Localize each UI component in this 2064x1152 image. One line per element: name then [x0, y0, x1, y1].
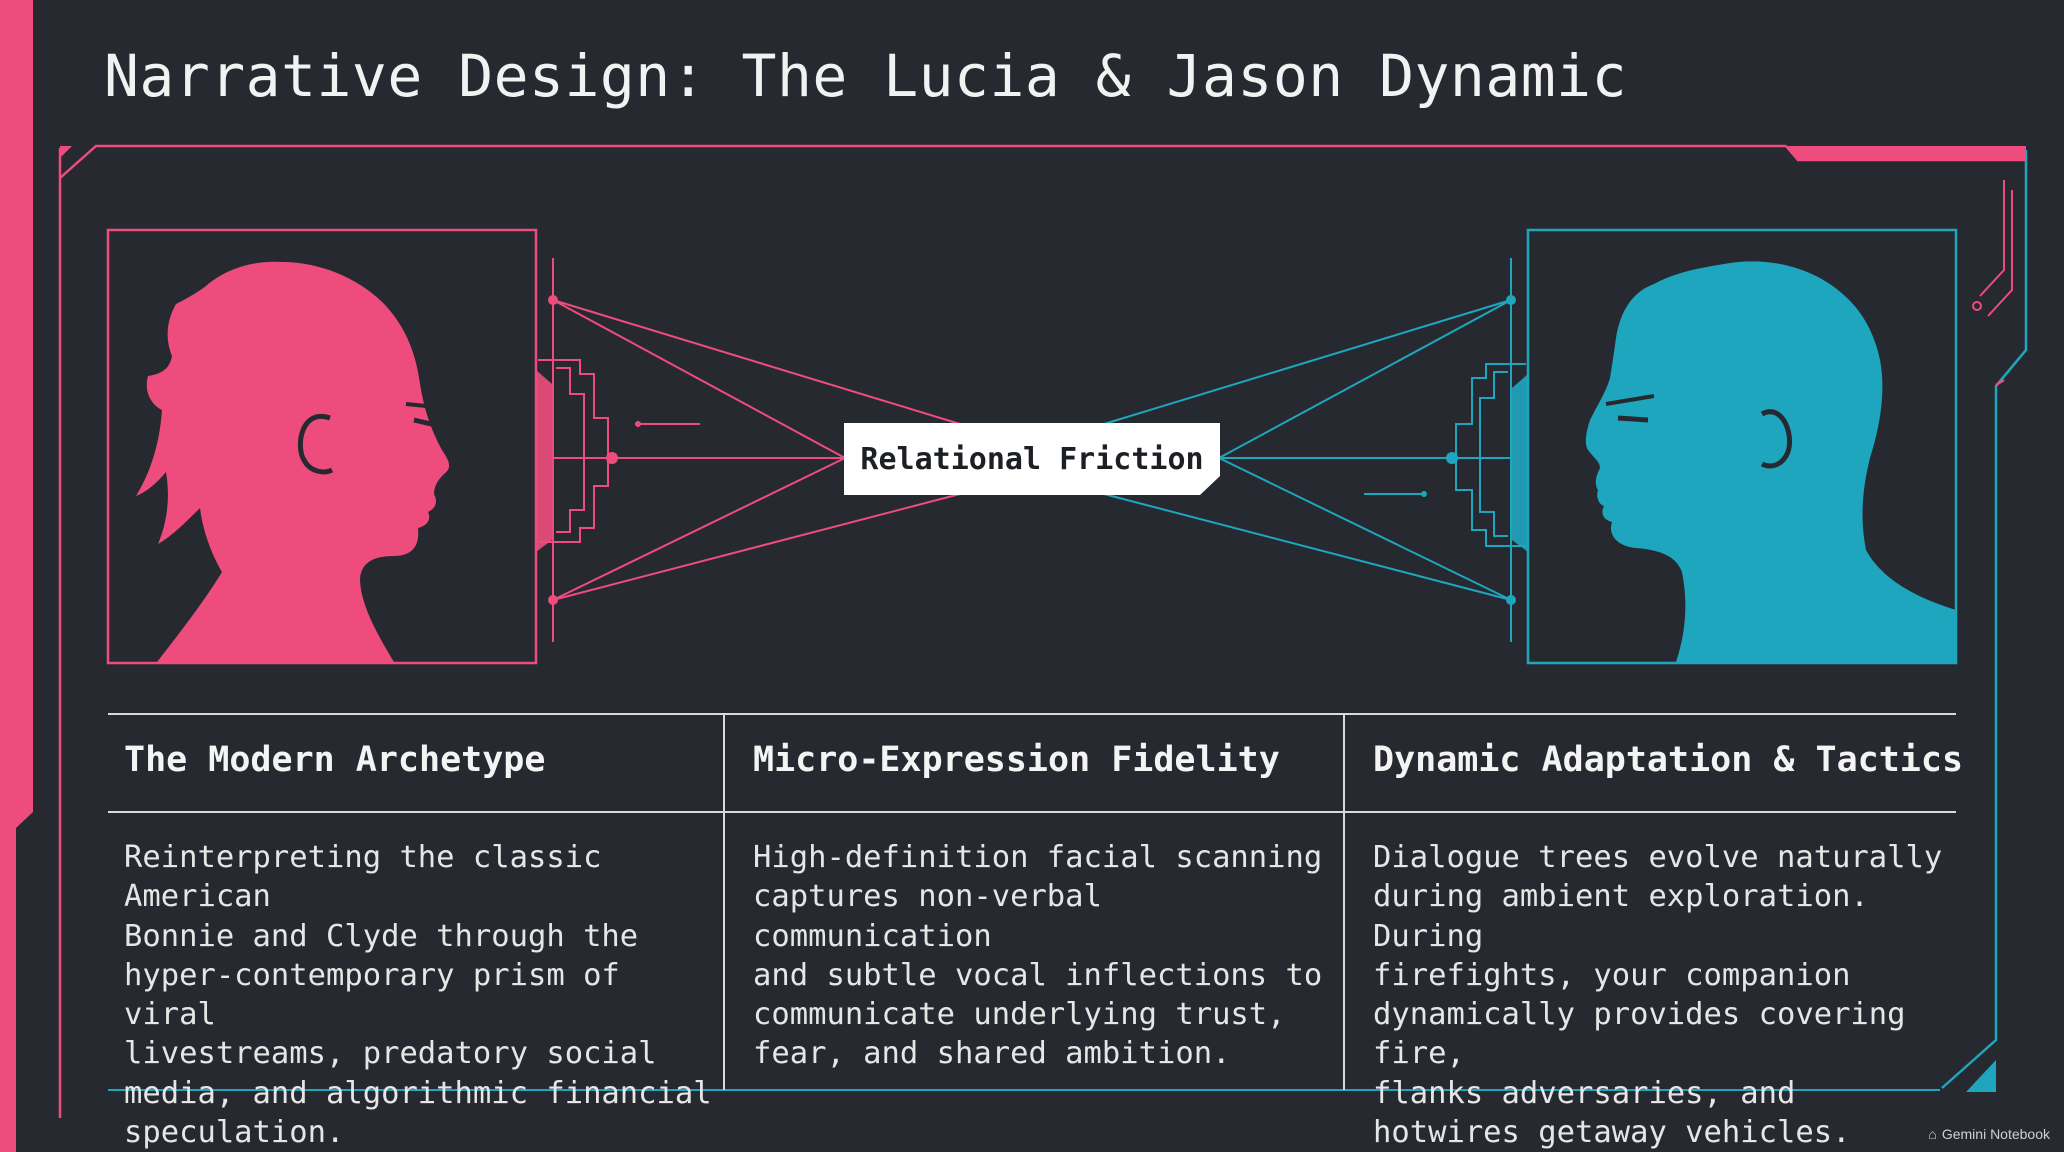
circuit-decoration: [1972, 180, 2013, 317]
column-heading-archetype: The Modern Archetype: [124, 740, 546, 780]
column-body-dynamic-adaptation: Dialogue trees evolve naturally during a…: [1373, 840, 1943, 1151]
jason-brow-line: [1605, 394, 1655, 406]
corner-triangle: [1966, 1060, 1996, 1092]
watermark: ⌂ Gemini Notebook: [1928, 1126, 2050, 1142]
friction-label-box: [844, 423, 1220, 495]
top-right-accent-bar: [1786, 146, 2026, 161]
watermark-text: Gemini Notebook: [1941, 1126, 2050, 1142]
jason-eye-line: [1617, 415, 1649, 423]
info-table-lines: [108, 713, 1956, 1091]
lucia-brow-line: [405, 402, 447, 410]
lucia-connector: [538, 258, 961, 642]
column-body-archetype: Reinterpreting the classic American Bonn…: [124, 840, 712, 1151]
page-title: Narrative Design: The Lucia & Jason Dyna…: [104, 42, 1628, 110]
lucia-silhouette: [136, 261, 450, 662]
jason-silhouette: [1585, 261, 1956, 662]
lucia-eye-line: [413, 417, 449, 431]
jason-ear-line: [1760, 409, 1792, 469]
gemini-logo-icon: ⌂: [1928, 1126, 1937, 1142]
column-heading-dynamic-adaptation: Dynamic Adaptation & Tactics: [1373, 740, 1964, 780]
jason-connector: [1103, 258, 1526, 642]
column-body-micro-expression: High-definition facial scanning captures…: [753, 840, 1323, 1072]
left-accent-bar: [0, 0, 33, 1152]
column-heading-micro-expression: Micro-Expression Fidelity: [753, 740, 1280, 780]
lucia-ear-line: [297, 413, 334, 475]
relational-friction-label: Relational Friction: [860, 441, 1204, 477]
